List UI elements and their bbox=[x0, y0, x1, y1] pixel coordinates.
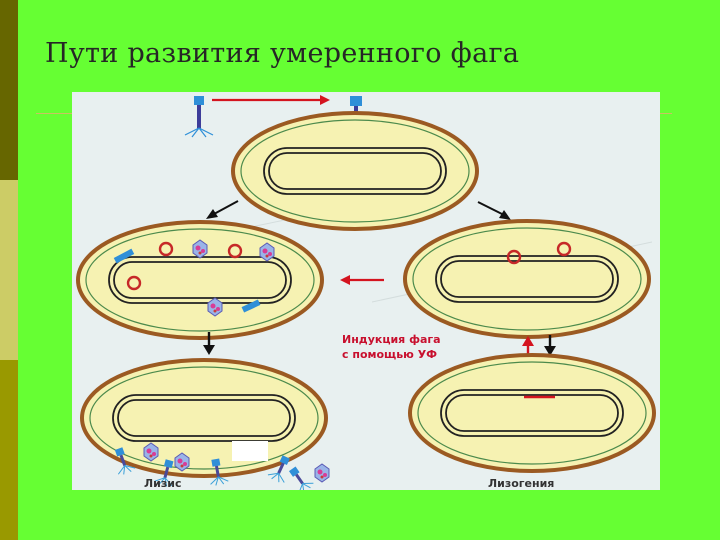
induction-label-line-2: с помощью УФ bbox=[342, 348, 438, 361]
phage-pathways-diagram: Индукция фага с помощью УФ Лизис Лизоген… bbox=[72, 92, 660, 490]
bacterial-cell-lysing bbox=[80, 358, 328, 478]
slide-title: Пути развития умеренного фага bbox=[45, 38, 520, 69]
lysis-label: Лизис bbox=[144, 477, 182, 490]
induction-arrow bbox=[340, 275, 384, 285]
bacterial-cell-lysogen bbox=[408, 353, 656, 473]
arrow-lytic-down bbox=[203, 332, 215, 355]
induction-label-line-1: Индукция фага bbox=[342, 333, 441, 346]
arrow-to-lysogenic bbox=[477, 201, 511, 220]
diagram-canvas bbox=[76, 95, 656, 490]
decor-strip-middle bbox=[0, 180, 18, 360]
phage-incoming-icon bbox=[184, 96, 214, 138]
lysogeny-label: Лизогения bbox=[488, 477, 555, 490]
lytic-cell-contents bbox=[113, 239, 275, 317]
bacterial-cell-infected bbox=[231, 111, 479, 231]
adsorption-arrow bbox=[212, 95, 330, 105]
decor-strip-bottom bbox=[0, 360, 18, 540]
arrow-lysogenic-down bbox=[544, 335, 556, 356]
induction-label: Индукция фага с помощью УФ bbox=[342, 332, 441, 362]
arrow-to-lytic bbox=[206, 200, 239, 219]
decor-strip-top bbox=[0, 0, 18, 180]
bacterial-cell-lysogenic bbox=[403, 219, 651, 339]
